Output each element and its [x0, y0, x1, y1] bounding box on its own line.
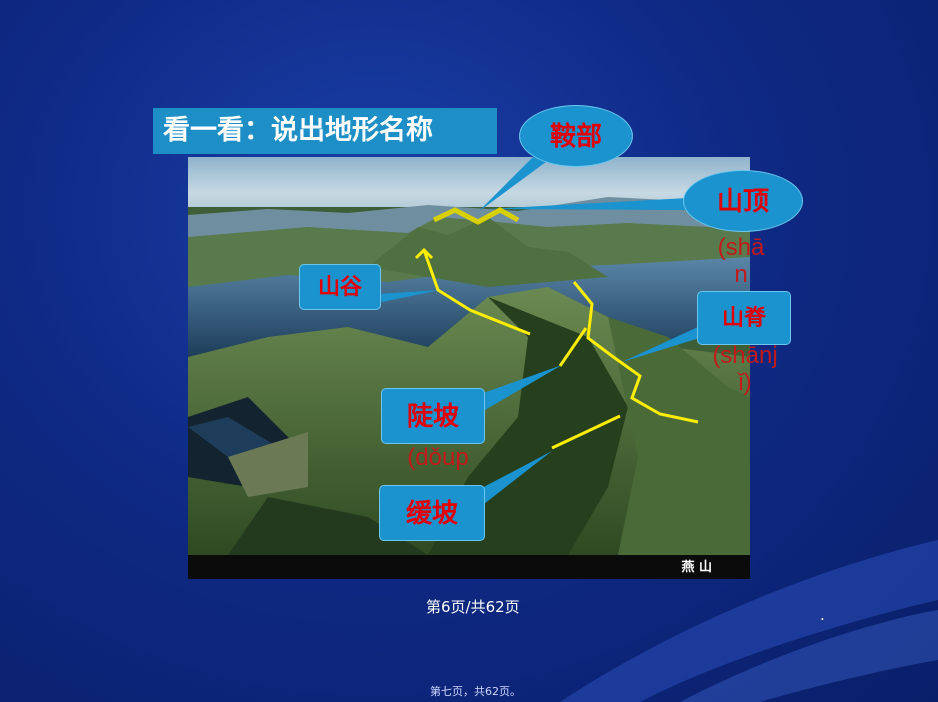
decorative-dot: .	[820, 606, 825, 624]
label-valley-text: 山谷	[317, 275, 362, 300]
label-gentle-slope: 缓坡	[379, 485, 485, 541]
label-ridge-text: 山脊	[721, 306, 766, 331]
label-steep-slope: 陡坡	[381, 388, 485, 444]
label-valley: 山谷	[299, 264, 381, 310]
photo-caption: 燕 山	[681, 560, 712, 575]
label-ridge: 山脊	[697, 291, 791, 345]
label-saddle: 鞍部	[519, 105, 633, 167]
label-gentle-slope-text: 缓坡	[405, 499, 458, 529]
page-number: 第6页/共62页	[426, 598, 520, 616]
slide-title: 看一看：说出地形名称	[153, 108, 497, 154]
label-saddle-text: 鞍部	[549, 122, 602, 152]
label-steep-slope-text: 陡坡	[406, 402, 459, 432]
ridge-pinyin: (shānj ǐ)	[712, 342, 778, 396]
footer-note: 第七页，共62页。	[430, 685, 521, 698]
peak-pinyin: (shā n	[717, 234, 765, 288]
steep-slope-pinyin: (dǒup	[407, 444, 469, 471]
label-peak-text: 山顶	[716, 187, 769, 217]
label-peak: 山顶	[683, 170, 803, 232]
